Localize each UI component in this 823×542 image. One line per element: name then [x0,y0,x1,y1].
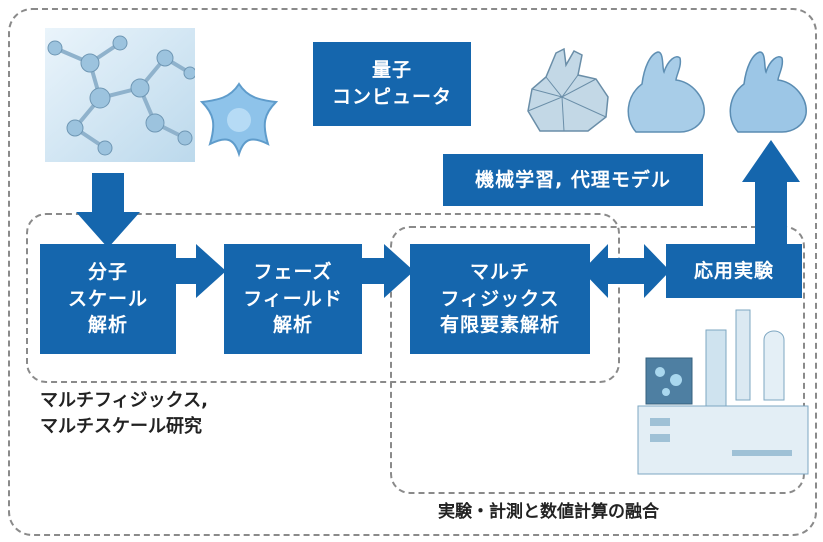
bidirectional-arrow [582,244,670,298]
outer-boundary [8,8,817,536]
multiphysics-caption: マルチフィジックス, マルチスケール研究 [40,390,208,438]
multiscale-group-boundary [26,213,620,383]
machine-learning-box: 機械学習, 代理モデル [443,154,703,206]
fusion-group-boundary [390,226,805,494]
right-arrow-2 [360,244,414,298]
molecular-scale-analysis-box: 分子 スケール 解析 [40,244,176,354]
quantum-computer-box: 量子 コンピュータ [313,42,471,126]
applied-experiment-box: 応用実験 [666,244,802,298]
multiphysics-fem-box: マルチ フィジックス 有限要素解析 [410,244,590,354]
bunny-medium-mesh-image [627,51,705,133]
molecule-structure-image [45,28,195,162]
molecular-cluster-image [199,82,279,158]
up-arrow [742,140,800,245]
bunny-fine-mesh-image [729,51,807,133]
lab-equipment-image [637,309,809,475]
right-arrow-1 [172,244,226,298]
fusion-caption: 実験・計測と数値計算の融合 [438,502,659,522]
phase-field-analysis-box: フェーズ フィールド 解析 [224,244,362,354]
down-arrow [76,173,140,248]
bunny-coarse-mesh-image [527,47,609,132]
